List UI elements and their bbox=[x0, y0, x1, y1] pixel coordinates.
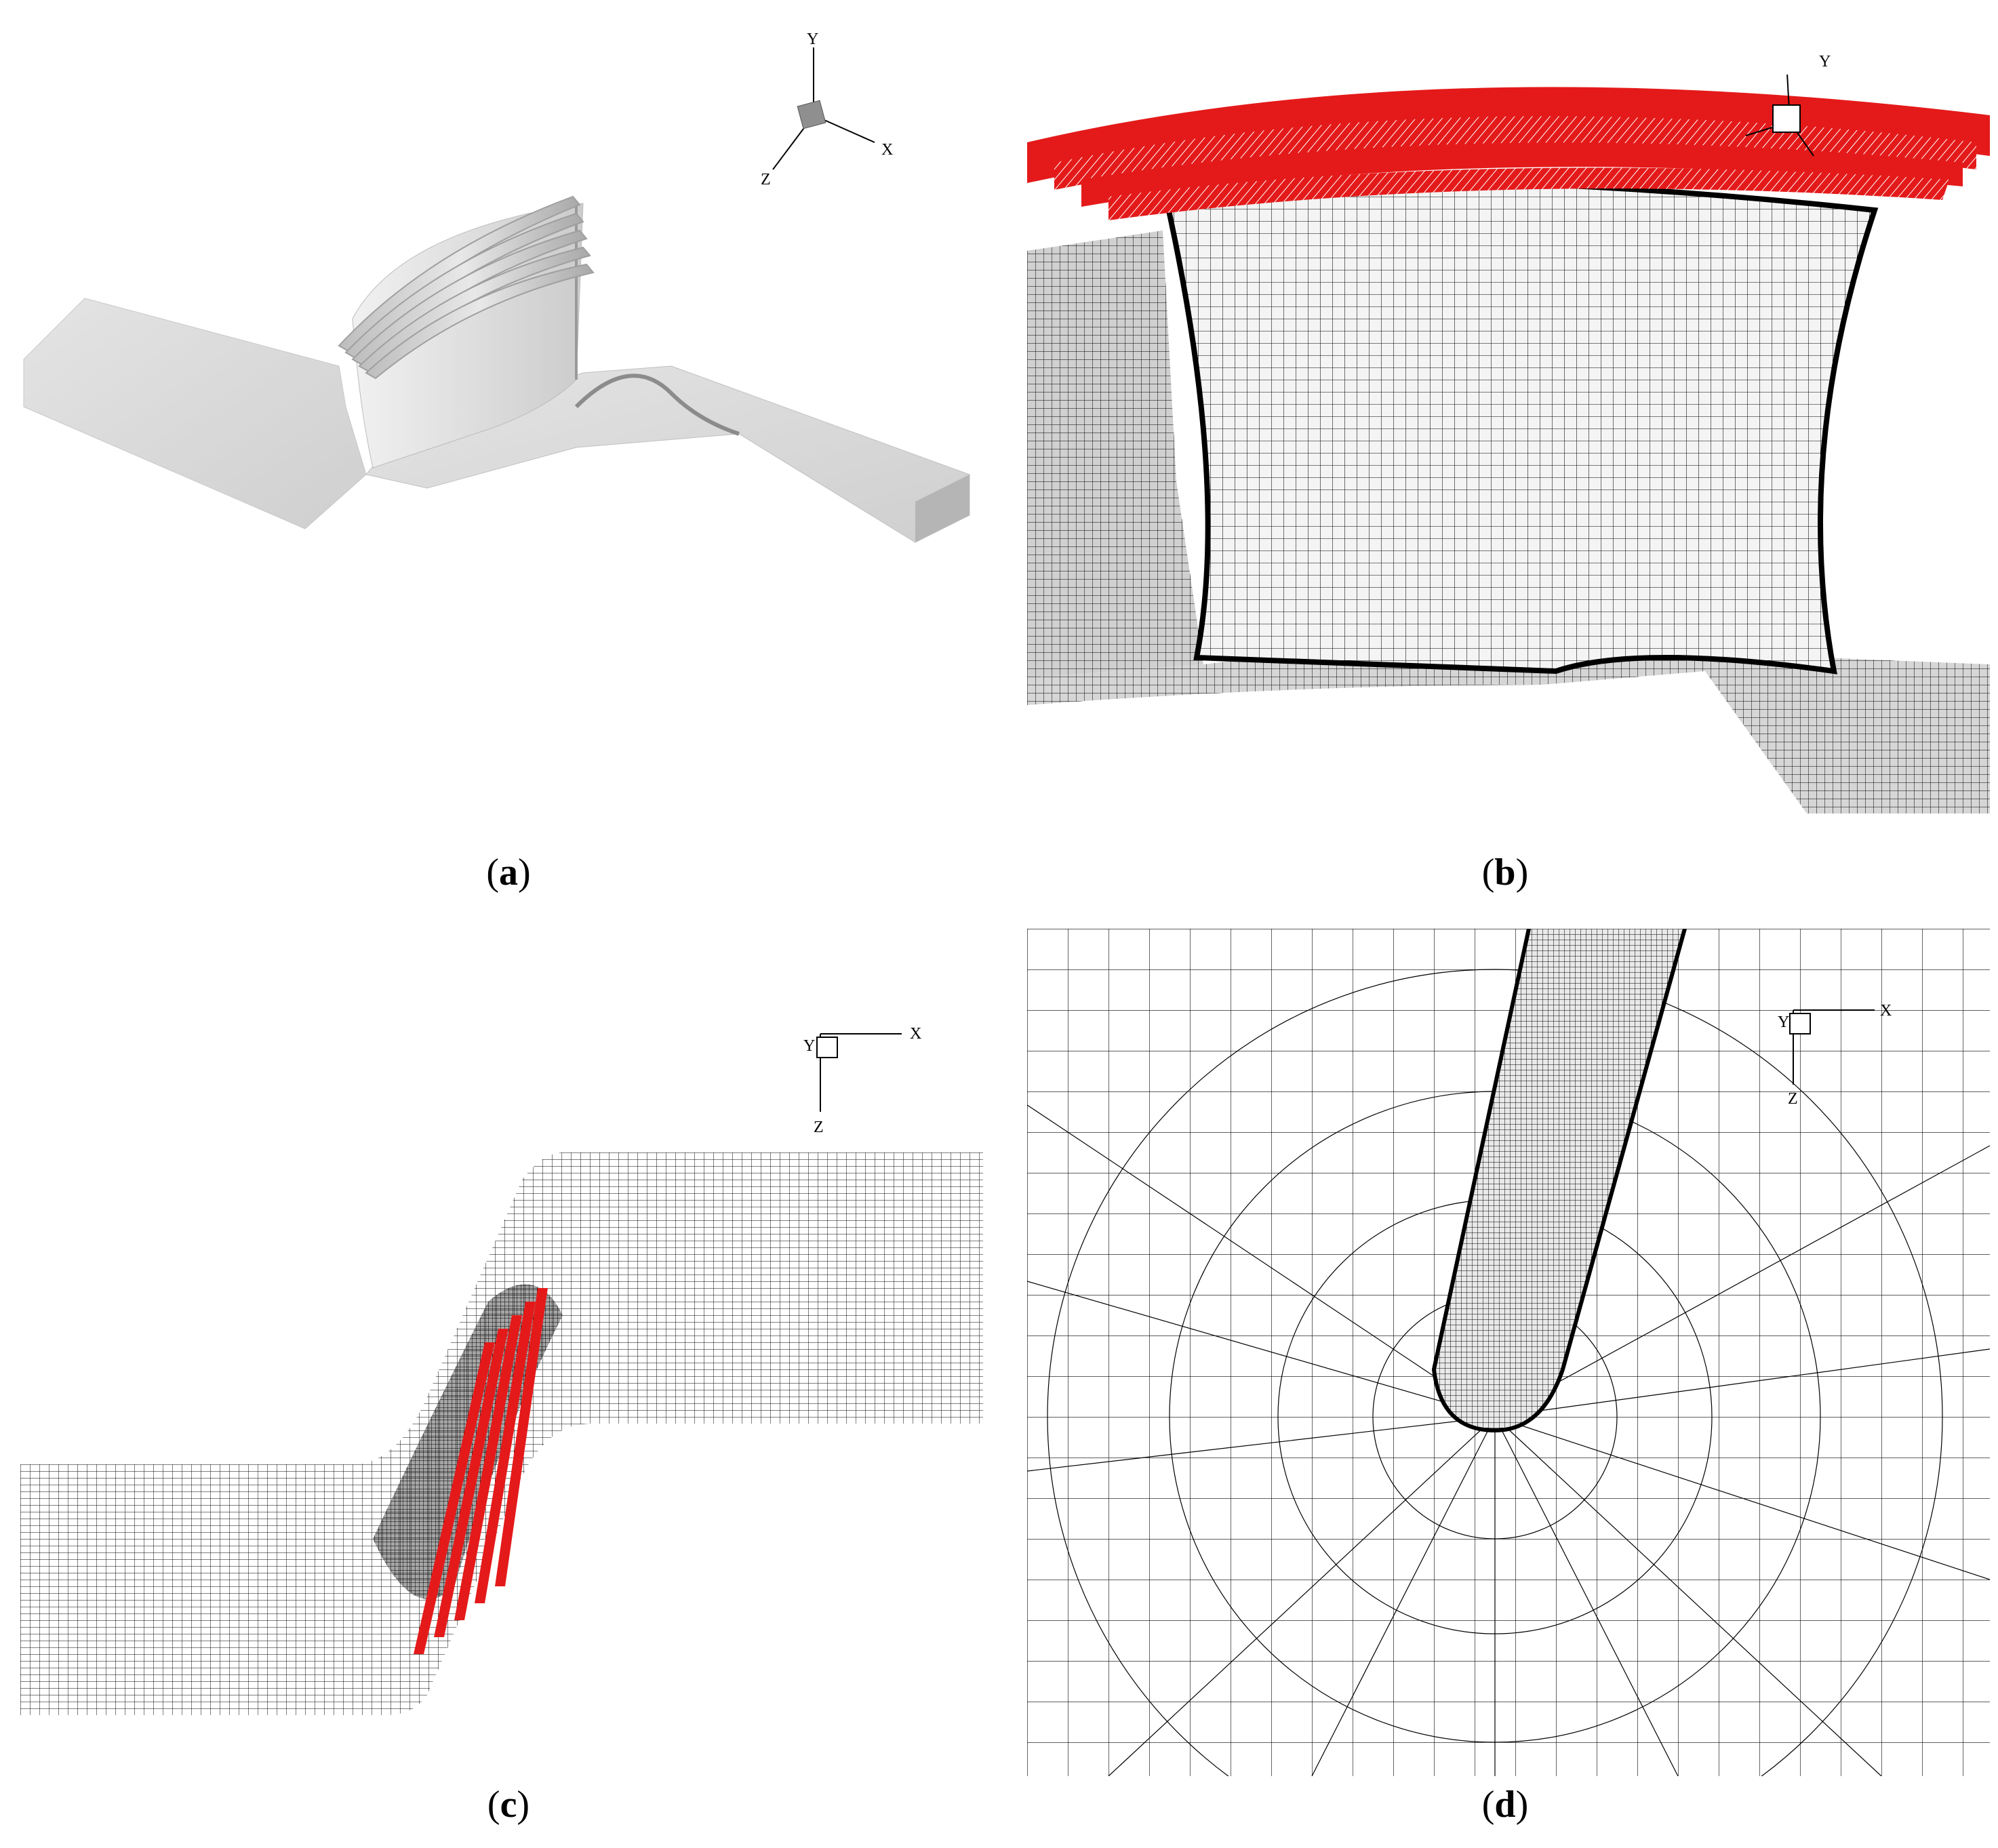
caption-a: (a) bbox=[486, 851, 531, 893]
tip-fins-red-c bbox=[414, 1288, 548, 1654]
tip-fins-red bbox=[1027, 87, 1990, 220]
axis-triad-a: Y X Z bbox=[761, 31, 893, 188]
axis-z-label-c: Z bbox=[814, 1119, 824, 1136]
caption-d: (d) bbox=[1481, 1784, 1529, 1826]
outlet-duct-ridge bbox=[574, 374, 740, 436]
axis-triad-d: Y X Z bbox=[1778, 1002, 1892, 1108]
panel-c-figure: Y X Z bbox=[20, 1025, 983, 1715]
panel-d-leading-edge-mesh: Y X Z bbox=[1027, 929, 1990, 1776]
caption-c: (c) bbox=[487, 1784, 530, 1826]
axis-z-label-d: Z bbox=[1788, 1090, 1798, 1108]
panel-b-blade-mesh: Y bbox=[1027, 53, 1990, 841]
outlet-duct-side bbox=[915, 475, 970, 542]
panel-a-surface-render: Y X Z bbox=[20, 27, 983, 827]
axis-x-label-d: X bbox=[1880, 1002, 1892, 1020]
panel-b-figure bbox=[1027, 75, 1990, 813]
axis-y-label: Y bbox=[807, 31, 818, 48]
axis-x-label-c: X bbox=[910, 1025, 921, 1043]
axis-triad-c: Y X Z bbox=[803, 1025, 921, 1136]
axis-z-label: Z bbox=[761, 171, 771, 188]
panel-a-figure: Y X Z bbox=[23, 31, 970, 543]
axis-triad-b bbox=[1745, 75, 1814, 157]
tip-fins bbox=[338, 195, 595, 380]
axis-x-label: X bbox=[881, 141, 893, 159]
panel-c-topview-mesh: Y X Z bbox=[20, 1017, 983, 1735]
caption-b: (b) bbox=[1481, 851, 1529, 893]
inlet-duct-surface bbox=[23, 298, 367, 529]
axis-y-label-b: Y bbox=[1819, 53, 1831, 71]
panel-d-figure: Y X Z bbox=[1027, 929, 1990, 1776]
axis-y-label-c: Y bbox=[803, 1037, 815, 1055]
axis-y-label-d: Y bbox=[1778, 1013, 1789, 1031]
